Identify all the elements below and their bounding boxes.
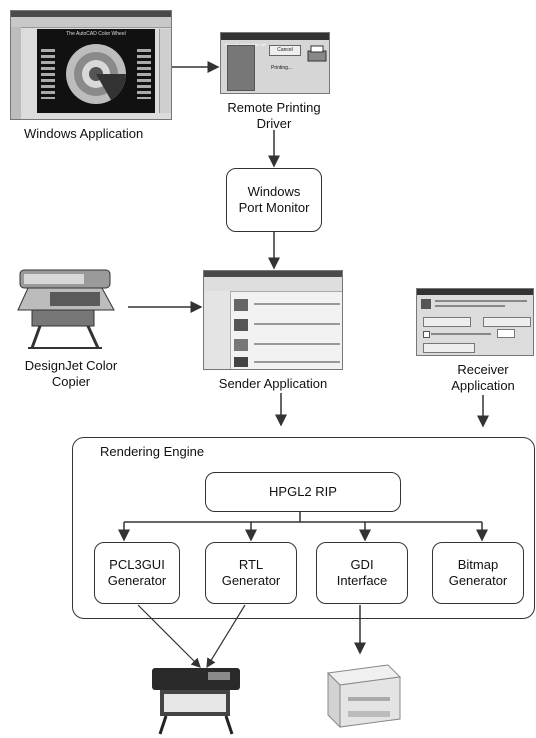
windows-application-screenshot: The AutoCAD Color Wheel <box>10 10 172 120</box>
designjet-copier-icon <box>17 269 115 349</box>
receiver-interval-field[interactable] <box>497 329 515 338</box>
receiver-button-left[interactable] <box>423 317 471 327</box>
windows-port-monitor-label: Windows Port Monitor <box>238 184 310 215</box>
driver-cancel-button[interactable]: Cancel <box>269 45 301 56</box>
windows-port-monitor-box: Windows Port Monitor <box>226 168 322 232</box>
receiver-button-bottom[interactable] <box>423 343 475 353</box>
hpgl2-rip-label: HPGL2 RIP <box>269 484 337 499</box>
receiver-checkbox[interactable] <box>423 331 430 338</box>
receiver-button-right[interactable] <box>483 317 531 327</box>
remote-printing-driver-screenshot: Remote Printing for HP Cancel Printing..… <box>220 32 330 94</box>
sender-application-screenshot <box>203 270 343 370</box>
rendering-engine-container <box>72 437 535 619</box>
color-wheel-graphic <box>66 44 127 104</box>
canvas-area: The AutoCAD Color Wheel <box>37 29 155 113</box>
gdi-interface-label: GDI Interface <box>336 557 388 588</box>
pcl3gui-generator-label: PCL3GUI Generator <box>107 557 167 588</box>
windows-application-label: Windows Application <box>24 126 144 141</box>
receiver-application-label: Receiver Application <box>451 362 515 393</box>
rendering-engine-title: Rendering Engine <box>100 444 205 459</box>
receiver-application-screenshot <box>416 288 534 356</box>
hpgl2-rip-box: HPGL2 RIP <box>205 472 401 512</box>
driver-status-text: Printing... <box>271 65 293 71</box>
sender-application-label: Sender Application <box>218 376 328 391</box>
arrow-rtl-to-plotter <box>206 604 246 669</box>
gdi-interface-box: GDI Interface <box>316 542 408 604</box>
rtl-generator-box: RTL Generator <box>205 542 297 604</box>
driver-page-preview <box>227 45 255 91</box>
toolbar-strip <box>11 27 21 119</box>
driver-window-title: Remote Printing for HP <box>225 42 267 47</box>
bitmap-generator-box: Bitmap Generator <box>432 542 524 604</box>
remote-printing-driver-label: Remote Printing Driver <box>227 100 321 131</box>
driver-cancel-label: Cancel <box>277 47 293 53</box>
rtl-generator-label: RTL Generator <box>221 557 281 588</box>
pcl3gui-generator-box: PCL3GUI Generator <box>94 542 180 604</box>
designjet-copier-label: DesignJet Color Copier <box>24 358 118 389</box>
laser-printer-icon <box>326 664 402 729</box>
printer-icon <box>307 45 327 62</box>
large-format-printer-icon <box>152 668 240 735</box>
bitmap-generator-label: Bitmap Generator <box>448 557 508 588</box>
color-wheel-banner: The AutoCAD Color Wheel <box>66 31 126 37</box>
arrow-pcl3gui-to-plotter <box>137 604 201 668</box>
